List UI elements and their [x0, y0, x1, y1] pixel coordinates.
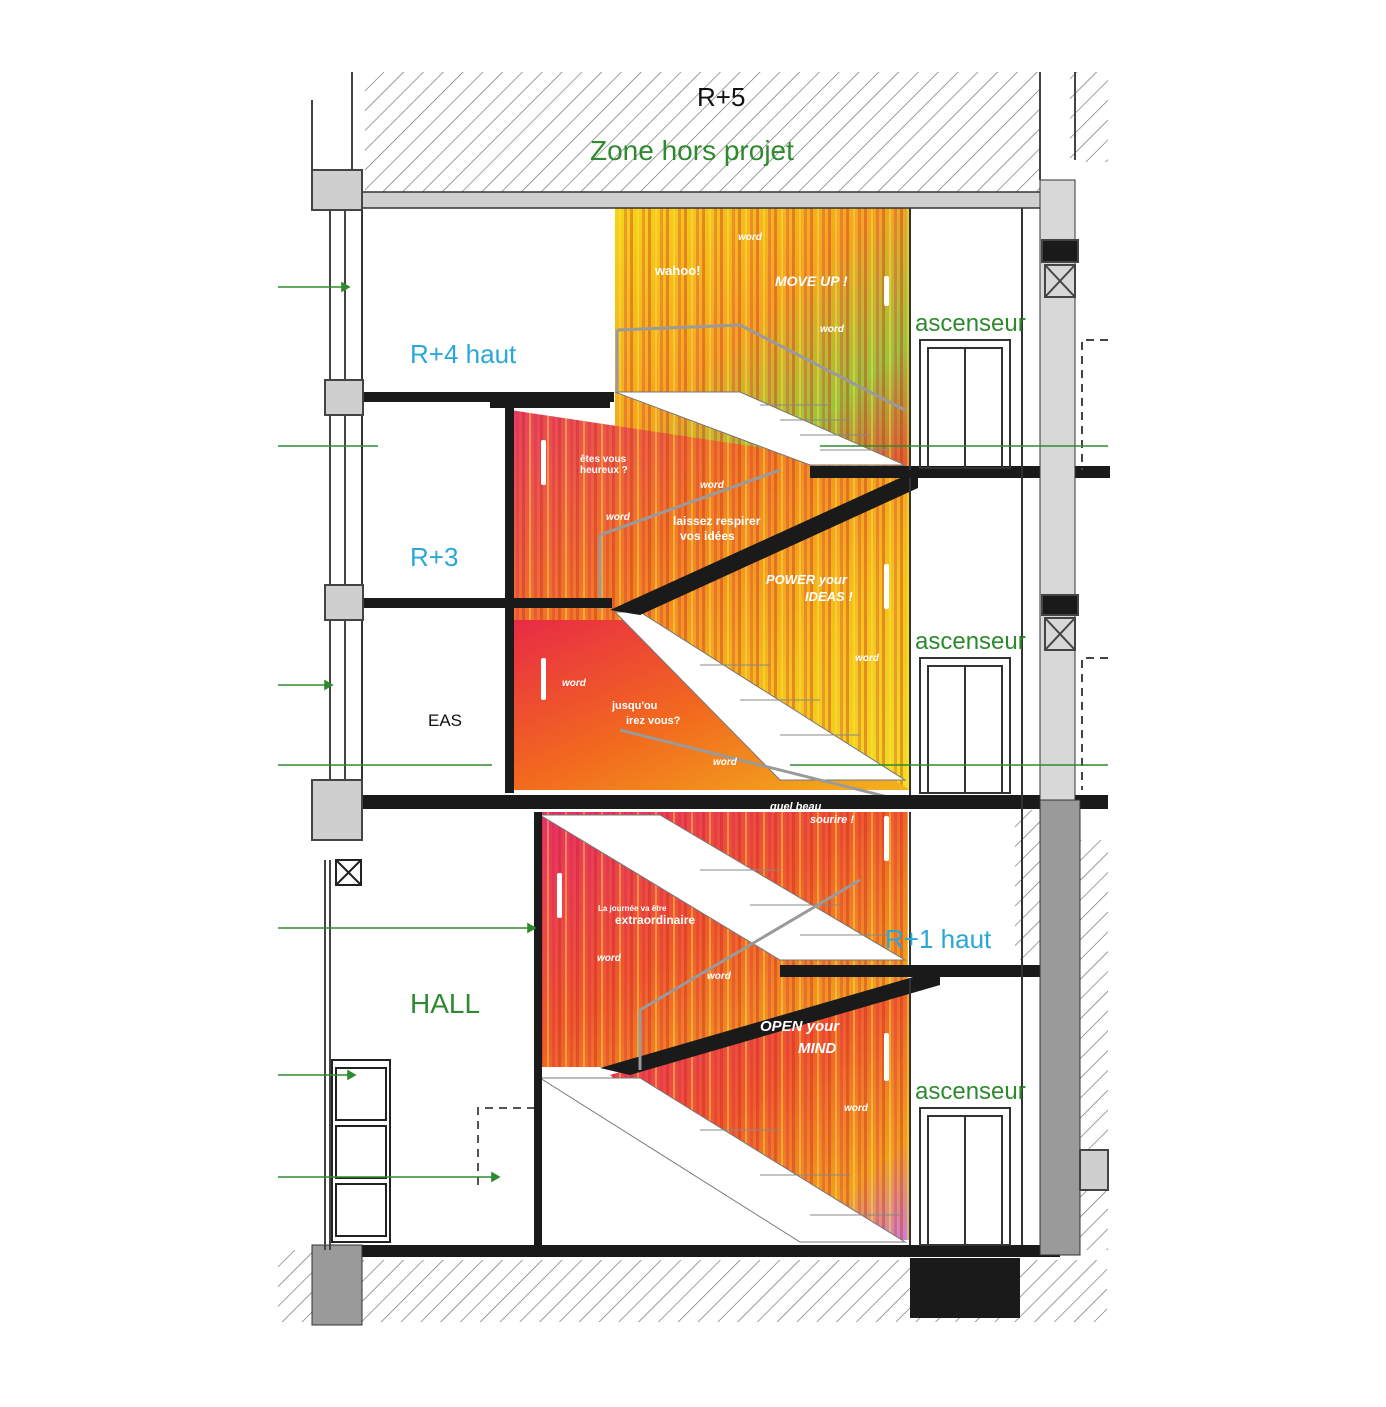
section-arrows — [278, 281, 1108, 1183]
mural-word: word — [844, 1103, 869, 1114]
mural-word: word — [606, 512, 631, 523]
mural-word: word — [738, 232, 763, 243]
mural-word: word — [700, 480, 725, 491]
mural-jusqu-1: jusqu'ou — [611, 700, 657, 712]
floor-slabs — [345, 392, 1110, 1257]
zone-label: Zone hors projet — [590, 135, 794, 166]
mural-word: word — [820, 324, 845, 335]
elevator-label: ascenseur — [915, 1078, 1026, 1105]
top-slab — [344, 191, 1046, 209]
hatched-zone-top — [365, 72, 1108, 192]
elevator-label: ascenseur — [915, 310, 1026, 337]
mural-move-up: MOVE UP ! — [775, 273, 848, 289]
mural-heureux-2: heureux ? — [580, 465, 628, 476]
mural-open-1: OPEN your — [760, 1018, 840, 1035]
floor-r5-label: R+5 — [697, 82, 745, 112]
elevator-shafts — [919, 339, 1011, 1246]
stair-structure — [600, 478, 940, 1075]
left-facade — [311, 72, 364, 1250]
mural-word: word — [713, 757, 738, 768]
floor-r3-label: R+3 — [410, 542, 458, 572]
mural-journee-1: La journée va être — [598, 904, 667, 913]
mural-word: word — [597, 953, 622, 964]
floor-hall-label: HALL — [410, 988, 480, 1019]
mural-jusqu-2: irez vous? — [626, 715, 681, 727]
right-facade — [1039, 72, 1109, 1191]
light-fixtures — [541, 276, 889, 1081]
mural-hall — [540, 812, 910, 1240]
mural-journee-2: extraordinaire — [615, 913, 695, 927]
mural-heureux-1: êtes vous — [580, 454, 627, 465]
mural-beau-1: quel beau — [770, 801, 822, 813]
staircase — [538, 391, 907, 1243]
floor-r1-label: R+1 haut — [885, 924, 992, 954]
mural-respirer-1: laissez respirer — [673, 514, 761, 528]
mural-wahoo: wahoo! — [654, 263, 701, 278]
mural-phrases: word wahoo! MOVE UP ! word êtes vous heu… — [562, 232, 880, 1114]
hall-equipment — [331, 859, 534, 1243]
elevator-label: ascenseur — [915, 628, 1026, 655]
handrails — [598, 323, 906, 1070]
floor-eas-label: EAS — [428, 711, 462, 730]
mural-open-2: MIND — [798, 1040, 836, 1057]
mural-power-2: IDEAS ! — [805, 589, 853, 604]
mural-beau-2: sourire ! — [810, 814, 854, 826]
mural-power-1: POWER your — [766, 572, 848, 587]
mural-word: word — [562, 678, 587, 689]
mural-word: word — [855, 653, 880, 664]
mural-respirer-2: vos idées — [680, 529, 735, 543]
floor-r4-label: R+4 haut — [410, 339, 517, 369]
mural-word: word — [707, 971, 732, 982]
